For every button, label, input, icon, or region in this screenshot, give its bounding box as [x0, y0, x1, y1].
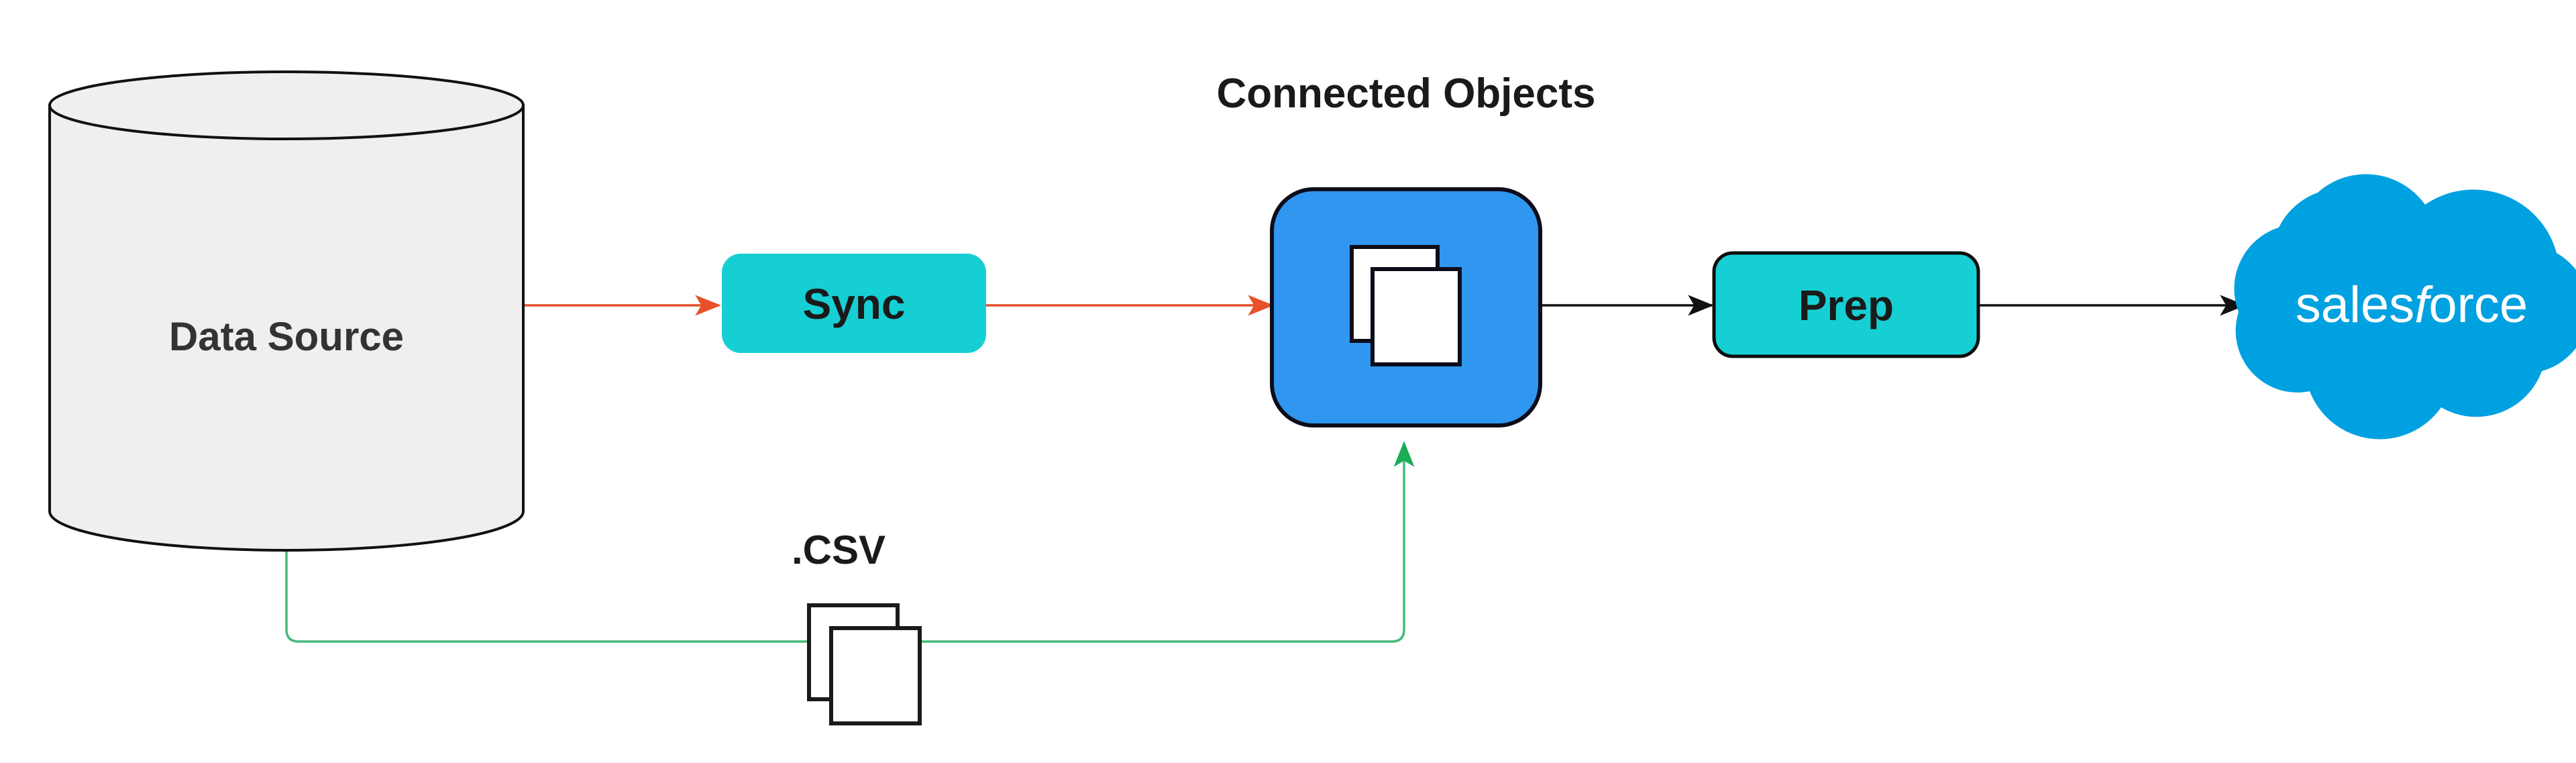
page-title: Connected Objects — [1217, 70, 1596, 117]
salesforce-wordmark-part1: sales — [2296, 276, 2414, 334]
cylinder-top — [48, 70, 525, 140]
node-sync[interactable]: Sync — [722, 254, 986, 353]
salesforce-cloud-icon — [2234, 174, 2576, 440]
node-connected-objects[interactable] — [1270, 187, 1542, 427]
node-data-source[interactable]: Data Source — [48, 70, 525, 552]
data-source-label: Data Source — [169, 314, 404, 359]
prep-box — [1712, 251, 1980, 358]
csv-label: .CSV — [792, 527, 885, 572]
cylinder-body — [48, 104, 525, 552]
sync-box — [722, 254, 986, 353]
cloud-shape — [2234, 174, 2576, 440]
documents-icon — [1350, 245, 1462, 366]
document-front-page — [1371, 267, 1462, 366]
salesforce-wordmark: salesforce — [2296, 276, 2528, 334]
csv-documents-icon[interactable] — [807, 603, 922, 725]
csv-document-front-page — [829, 626, 922, 725]
sync-label: Sync — [803, 280, 906, 328]
node-salesforce[interactable]: salesforce — [2234, 174, 2576, 440]
prep-label: Prep — [1799, 281, 1894, 329]
salesforce-wordmark-part3: orce — [2428, 276, 2528, 334]
node-prep[interactable]: Prep — [1712, 251, 1980, 358]
